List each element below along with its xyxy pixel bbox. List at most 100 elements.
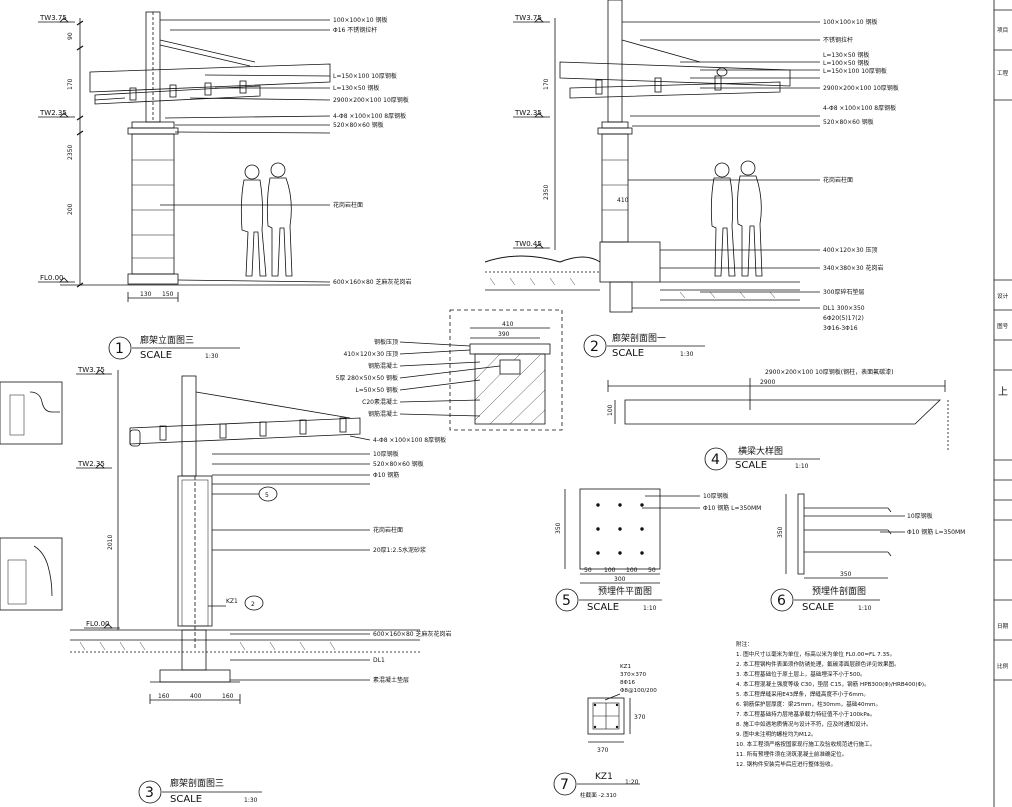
dim-text: 400	[190, 693, 202, 700]
callout-kz1: KZ1 2	[208, 595, 264, 611]
detail-6-title: 6 预埋件剖面图 SCALE 1:10	[770, 585, 880, 613]
title-block-label: 日期	[997, 623, 1009, 630]
note-text: 410×120×30 压顶	[343, 351, 398, 358]
callout-number: 5	[265, 492, 269, 499]
scale-value: 1:20	[625, 779, 639, 786]
note-line: 11. 所有预埋件须在浇筑混凝土前准确定位。	[736, 750, 847, 758]
steel-post	[607, 0, 623, 123]
detail-number: 4	[711, 452, 720, 468]
detail-4-beam: 2900 2900×200×100 10厚钢板(钢柱，表面氟碳漆) 100 4 …	[607, 368, 949, 471]
note-text: DL1 300×350	[823, 305, 865, 312]
note-text: 柱截面 -2.310	[580, 791, 617, 799]
note-text: L=130×50 钢板	[823, 51, 869, 59]
level-marker-mid: TW2.35	[513, 109, 550, 118]
note-text: 600×160×80 芝麻灰花岗岩	[373, 630, 452, 638]
note-line: 7. 本工程基础持力层地基承载力特征值不小于100kPa。	[736, 710, 875, 718]
note-line: 4. 本工程混凝土强度等级 C30，垫层 C15，钢筋 HPB300(Φ)/HR…	[736, 680, 930, 688]
note-text: 花岗岩柱面	[333, 201, 363, 209]
detail-title: 预埋件剖面图	[812, 585, 866, 597]
note-text: 10厚钢板	[907, 512, 933, 520]
dim-text: 300	[614, 576, 626, 583]
footing-pier	[181, 629, 207, 671]
dim-text: 100	[604, 567, 616, 574]
note-line: 2. 本工程钢构件表面须作防锈处理，氟碳漆面层颜色详见效果图。	[736, 660, 900, 668]
beam-outline	[624, 399, 941, 425]
stone-column	[601, 133, 629, 243]
note-text: DL1	[373, 657, 385, 664]
note-text: Φ10 钢筋 L=350MM	[907, 528, 965, 536]
dim-text: 2350	[67, 145, 74, 160]
detail-number: 3	[145, 785, 154, 801]
note-text: 不锈钢拉杆	[823, 36, 853, 44]
note-text: 520×80×60 钢板	[373, 460, 424, 468]
dim-text: 350	[840, 571, 852, 578]
scale-label: SCALE	[170, 794, 202, 805]
note-text: 8Φ16	[620, 680, 636, 686]
detail-2-section: TW3.75 TW2.35 TW0.45 170 2350	[484, 0, 899, 359]
note-line: 5. 本工程焊缝采用E43焊条，焊缝高度不小于6mm。	[736, 690, 869, 698]
scale-label: SCALE	[587, 602, 619, 613]
note-text: 6Φ20(5)17(2)	[823, 315, 864, 322]
level-label: TW3.75	[514, 14, 542, 22]
dim-text: 410	[617, 197, 629, 204]
dim-text: 410	[502, 321, 514, 328]
title-block-label: 工程	[997, 69, 1009, 77]
note-text: 4-Φ8 ×100×100 8厚钢板	[823, 104, 896, 112]
scale-label: SCALE	[140, 350, 172, 361]
scale-label: SCALE	[802, 602, 834, 613]
scale-value: 1:10	[858, 605, 872, 612]
detail-3-notes	[212, 435, 371, 681]
roof-beams	[89, 39, 331, 105]
note-text: 3Φ16-3Φ16	[823, 325, 858, 332]
embed-plate	[579, 488, 661, 570]
level-label: FL0.00	[86, 620, 110, 628]
dim-text: 200	[67, 203, 74, 215]
note-text: 2900×200×100 10厚钢板	[823, 84, 899, 92]
note-text: 2900×200×100 10厚钢板(钢柱，表面氟碳漆)	[765, 368, 893, 376]
level-label: TW2.35	[77, 460, 105, 468]
callout-label: KZ1	[226, 598, 238, 605]
detail-title: 廊架立面图三	[140, 334, 194, 346]
note-text: 花岗岩柱面	[823, 176, 853, 184]
dim-text: 130	[140, 291, 152, 298]
scale-label: SCALE	[735, 460, 767, 471]
dim-text: 2350	[543, 185, 550, 200]
footing-pad	[159, 669, 231, 683]
level-label: TW0.45	[514, 240, 542, 248]
detail-5-title: 5 预埋件平面图 SCALE 1:10	[555, 585, 662, 613]
dim-text: 350	[777, 526, 784, 538]
note-text: 钢筋混凝土	[368, 362, 398, 370]
dim-text: 150	[162, 291, 174, 298]
note-line: 9. 图中未注明的螺栓均为M12。	[736, 730, 817, 738]
level-label: TW2.35	[39, 109, 67, 117]
detail-title: 廊架剖面图一	[612, 332, 666, 344]
detail-3-title: 3 廊架剖面图三 SCALE 1:30	[138, 777, 262, 805]
detail-number: 7	[560, 777, 569, 793]
note-text: L=130×50 钢板	[333, 84, 379, 92]
note-line: 1. 图中尺寸以毫米为单位，标高以米为单位 FL0.00=FL 7.35。	[736, 650, 895, 658]
detail-7-kz1: KZ1 370×370 8Φ16 Φ8@100/200 370 370 7 KZ…	[553, 664, 657, 799]
note-line: 12. 钢构件安装完毕后应进行整体验收。	[736, 760, 836, 768]
column-capital	[131, 121, 175, 129]
level-marker-base: FL0.00	[84, 620, 120, 629]
dim-text: 2010	[107, 535, 114, 550]
dim-text: 90	[67, 32, 74, 40]
scale-value: 1:30	[205, 353, 219, 360]
detail-title: 廊架剖面图三	[170, 777, 224, 789]
note-text: 100×100×10 钢板	[823, 18, 878, 26]
detail-number: 1	[115, 341, 124, 357]
general-notes: 附注： 1. 图中尺寸以毫米为单位，标高以米为单位 FL0.00=FL 7.35…	[736, 640, 930, 768]
note-text: 400×120×30 压顶	[823, 247, 878, 254]
detail-7-title: 7 KZ1 1:20 柱截面 -2.310	[553, 772, 640, 799]
callout-5: 5	[212, 486, 278, 502]
detail-title: 横梁大样图	[738, 445, 783, 457]
note-text: 花岗岩柱面	[373, 526, 403, 534]
notes-heading: 附注：	[736, 640, 753, 648]
dim-text: 370	[634, 714, 646, 721]
dim-text: 370	[597, 747, 609, 754]
note-text: 5厚 280×50×50 钢板	[336, 374, 398, 382]
title-block: 项目 工程 设计 图号 日期 比例 上	[993, 0, 1012, 807]
scale-value: 1:30	[680, 351, 694, 358]
